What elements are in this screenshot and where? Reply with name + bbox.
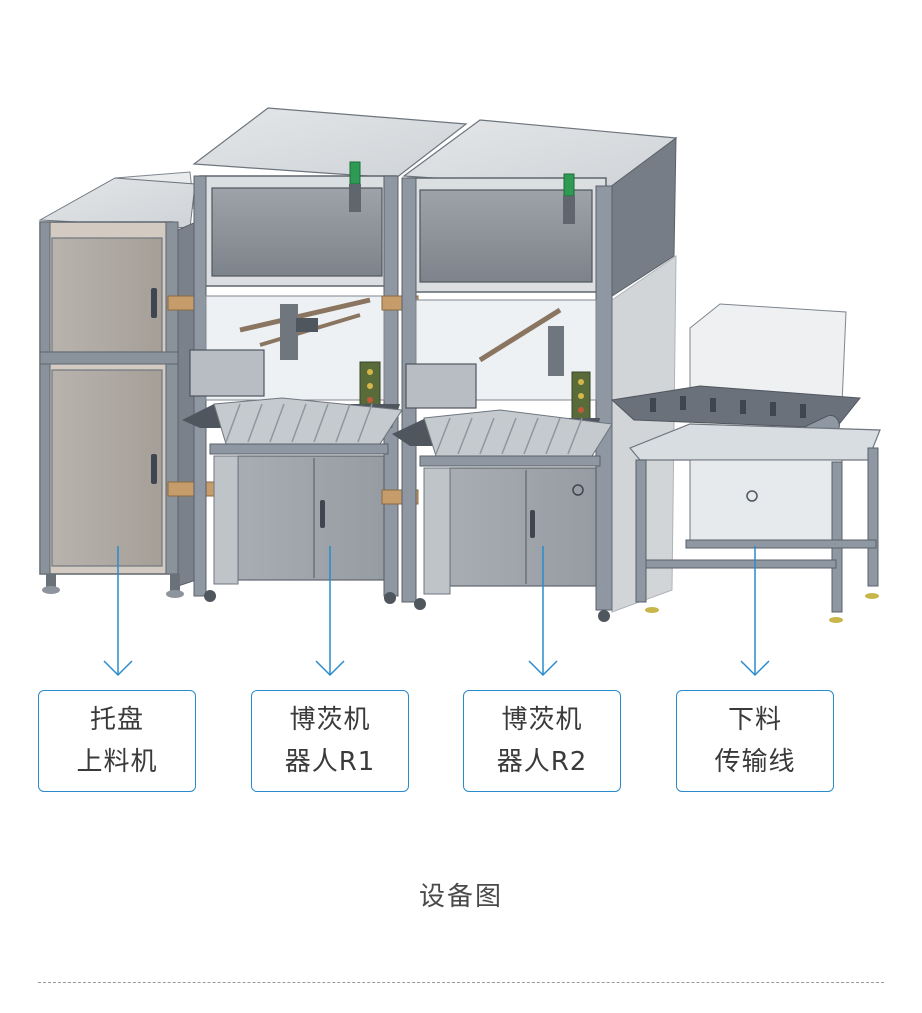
dashed-divider <box>38 982 884 983</box>
label-outfeed-line: 下料 传输线 <box>676 690 834 792</box>
outfeed-conveyor-line <box>610 303 881 623</box>
label-robot-r2: 博茨机 器人R2 <box>463 690 621 792</box>
label-robot-r1-line2: 器人R1 <box>284 747 376 777</box>
tray-loader-machine <box>38 171 217 598</box>
robot-cell-r2 <box>392 119 678 622</box>
label-tray-loader: 托盘 上料机 <box>38 690 196 792</box>
label-robot-r2-line1: 博茨机 <box>501 705 583 735</box>
label-tray-loader-line2: 上料机 <box>76 747 158 777</box>
label-robot-r1-line1: 博茨机 <box>289 705 371 735</box>
robot-cell-r1 <box>182 107 468 604</box>
label-robot-r1: 博茨机 器人R1 <box>251 690 409 792</box>
pointer-arrow-robot-r1 <box>315 546 345 677</box>
equipment-illustration <box>38 107 881 677</box>
figure-caption: 设备图 <box>418 882 503 912</box>
label-outfeed-line-line2: 传输线 <box>714 747 796 777</box>
pointer-arrow-outfeed-line <box>740 546 770 677</box>
pointer-arrow-robot-r2 <box>528 546 558 677</box>
label-robot-r2-line2: 器人R2 <box>496 747 588 777</box>
pointer-arrow-tray-loader <box>103 546 133 677</box>
label-outfeed-line-line1: 下料 <box>727 705 782 735</box>
label-tray-loader-line1: 托盘 <box>89 705 144 735</box>
